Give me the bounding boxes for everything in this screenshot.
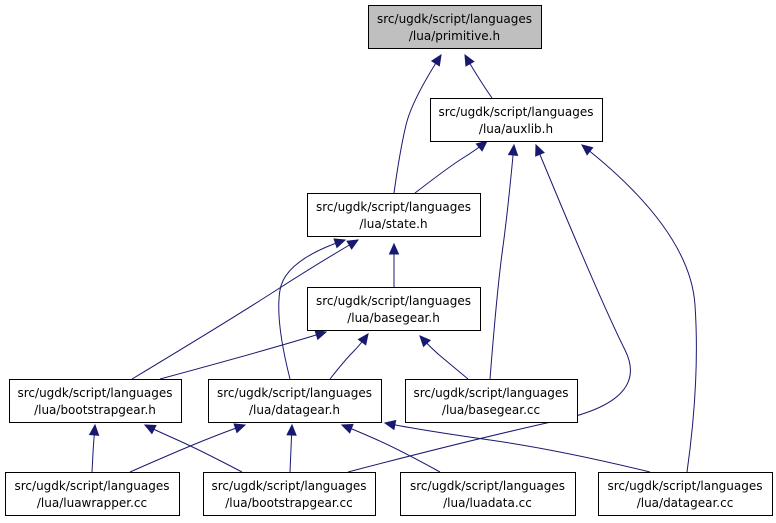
arrowhead-luawrapper_cc-to-datagear_h [233,423,247,434]
arrowhead-luawrapper_cc-to-bootstrapgear_h [88,423,100,436]
arrowhead-datagear_h-to-basegear_h [357,333,369,346]
node-label-line2: /lua/datagear.cc [637,496,734,510]
arrowhead-bootstrapgear_cc-to-datagear_h [286,423,297,436]
arrowhead-bootstrapgear_cc-to-auxlib [535,143,545,157]
node-box [430,98,603,142]
edge-bootstrapgear_h-to-state [131,239,359,380]
edge-state-to-auxlib [414,140,488,194]
arrowhead-auxlib-to-primitive [464,53,475,67]
arrowhead-datagear_cc-to-datagear_h [383,419,397,431]
node-basegear-h[interactable]: src/ugdk/script/languages/lua/basegear.h [307,287,481,331]
node-label-line2: /lua/luadata.cc [443,496,532,510]
edge-state-to-primitive [393,54,442,194]
node-box [9,379,182,423]
arrowhead-basegear_h-to-state [388,242,400,255]
node-label-line2: /lua/primitive.h [409,29,500,43]
node-luadata-cc[interactable]: src/ugdk/script/languages/lua/luadata.cc [400,472,576,516]
node-box [400,472,576,516]
edge-datagear_h-to-state [278,239,346,380]
edge-bootstrapgear_cc-to-bootstrapgear_h [144,424,243,473]
arrowhead-datagear_h-to-state [333,238,347,249]
node-label-line1: src/ugdk/script/languages [15,479,170,493]
arrowhead-bootstrapgear_h-to-basegear_h [314,330,328,341]
node-label-line2: /lua/auxlib.h [479,122,553,136]
arrowhead-bootstrapgear_h-to-state [346,239,360,250]
node-datagear-cc[interactable]: src/ugdk/script/languages/lua/datagear.c… [598,472,773,516]
arrowhead-luadata_cc-to-datagear_h [340,423,354,434]
node-box [405,379,578,423]
node-label-line1: src/ugdk/script/languages [608,479,763,493]
edge-luadata_cc-to-datagear_h [341,424,441,473]
node-label-line1: src/ugdk/script/languages [414,386,569,400]
node-datagear-h[interactable]: src/ugdk/script/languages/lua/datagear.h [208,379,382,423]
edge-luawrapper_cc-to-datagear_h [129,424,246,473]
node-auxlib[interactable]: src/ugdk/script/languages/lua/auxlib.h [430,98,603,142]
node-luawrapper-cc[interactable]: src/ugdk/script/languages/lua/luawrapper… [5,472,180,516]
node-box [598,472,773,516]
arrowhead-datagear_cc-to-auxlib [581,144,594,156]
edge-basegear_cc-to-auxlib [489,144,515,380]
arrowhead-state-to-auxlib [475,140,488,152]
node-label-line1: src/ugdk/script/languages [316,200,471,214]
arrowhead-basegear_cc-to-basegear_h [419,335,431,348]
node-bootstrapgear-h[interactable]: src/ugdk/script/languages/lua/bootstrapg… [9,379,182,423]
edge-bootstrapgear_h-to-basegear_h [159,331,327,380]
node-primitive[interactable]: src/ugdk/script/languages/lua/primitive.… [368,5,542,49]
node-label-line1: src/ugdk/script/languages [18,386,173,400]
edge-bootstrapgear_cc-to-auxlib [347,144,631,473]
node-bootstrapgear-cc[interactable]: src/ugdk/script/languages/lua/bootstrapg… [203,472,376,516]
node-label-line2: /lua/basegear.h [347,311,440,325]
node-label-line1: src/ugdk/script/languages [439,105,594,119]
node-label-line2: /lua/datagear.h [249,403,340,417]
node-label-line2: /lua/bootstrapgear.cc [225,496,352,510]
node-basegear-cc[interactable]: src/ugdk/script/languages/lua/basegear.c… [405,379,578,423]
node-label-line2: /lua/bootstrapgear.h [34,403,156,417]
node-label-line1: src/ugdk/script/languages [377,12,532,26]
node-label-line1: src/ugdk/script/languages [212,479,367,493]
node-label-line2: /lua/basegear.cc [442,403,540,417]
node-label-line2: /lua/luawrapper.cc [37,496,147,510]
node-state[interactable]: src/ugdk/script/languages/lua/state.h [307,193,481,237]
edge-datagear_cc-to-auxlib [581,144,697,473]
node-box [307,287,481,331]
node-box [368,5,542,49]
node-label-line1: src/ugdk/script/languages [410,479,565,493]
node-label-line1: src/ugdk/script/languages [316,294,471,308]
node-box [307,193,481,237]
arrowhead-state-to-primitive [430,53,442,67]
arrowhead-bootstrapgear_cc-to-bootstrapgear_h [143,424,157,435]
node-box [208,379,382,423]
arrowhead-basegear_cc-to-auxlib [507,143,519,156]
node-label-line1: src/ugdk/script/languages [217,386,372,400]
node-box [5,472,180,516]
edge-datagear_cc-to-datagear_h [384,422,651,473]
node-box [203,472,376,516]
node-label-line2: /lua/state.h [359,217,427,231]
